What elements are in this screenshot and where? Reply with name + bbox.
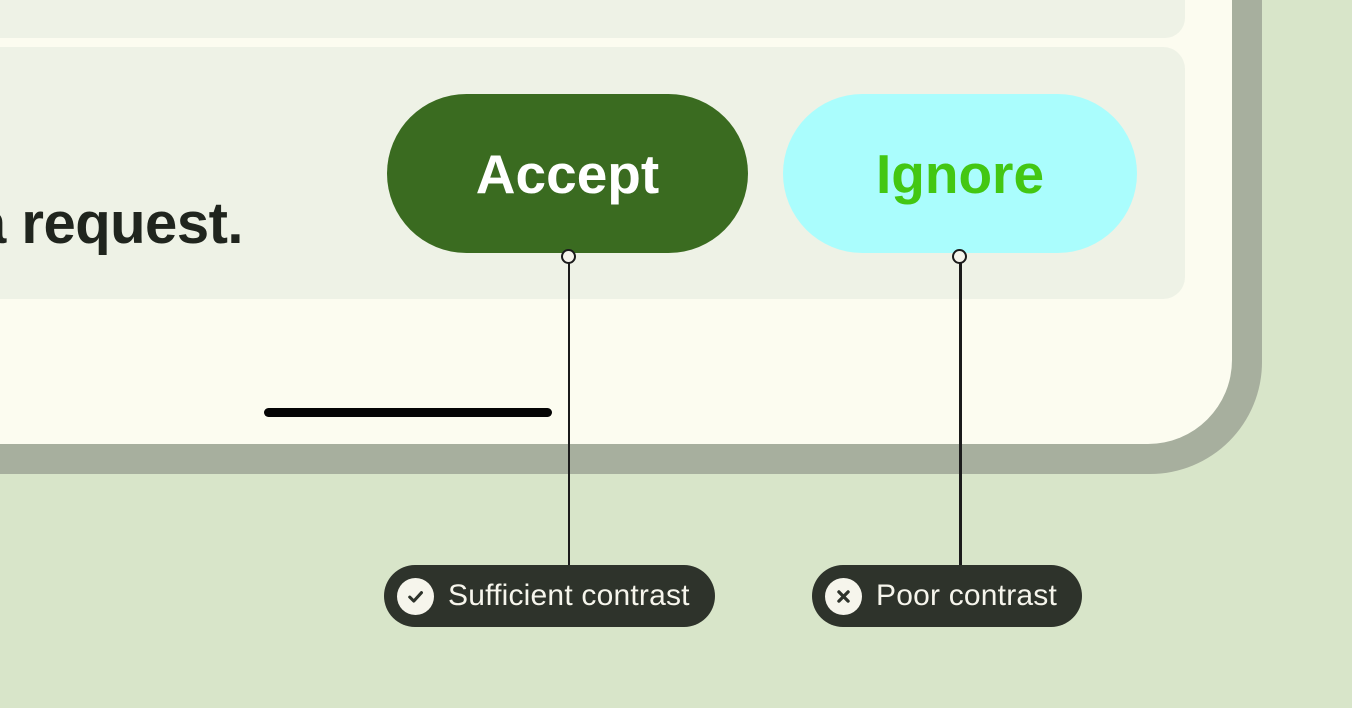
callout-sufficient-contrast: Sufficient contrast xyxy=(384,565,715,627)
check-icon xyxy=(397,577,434,615)
connector-line-accept xyxy=(567,263,570,567)
accept-button[interactable]: Accept xyxy=(387,94,748,253)
callout-label: Poor contrast xyxy=(876,579,1058,612)
callout-poor-contrast: Poor contrast xyxy=(812,565,1083,627)
card-top-strip xyxy=(0,0,1185,38)
x-icon xyxy=(825,577,862,615)
divider-bar xyxy=(264,408,552,417)
connector-dot-ignore xyxy=(952,248,967,264)
ignore-button[interactable]: Ignore xyxy=(783,94,1137,253)
notification-message-fragment: a request. xyxy=(0,191,244,256)
callout-label: Sufficient contrast xyxy=(448,579,690,612)
connector-dot-accept xyxy=(560,248,576,264)
connector-line-ignore xyxy=(959,263,962,567)
